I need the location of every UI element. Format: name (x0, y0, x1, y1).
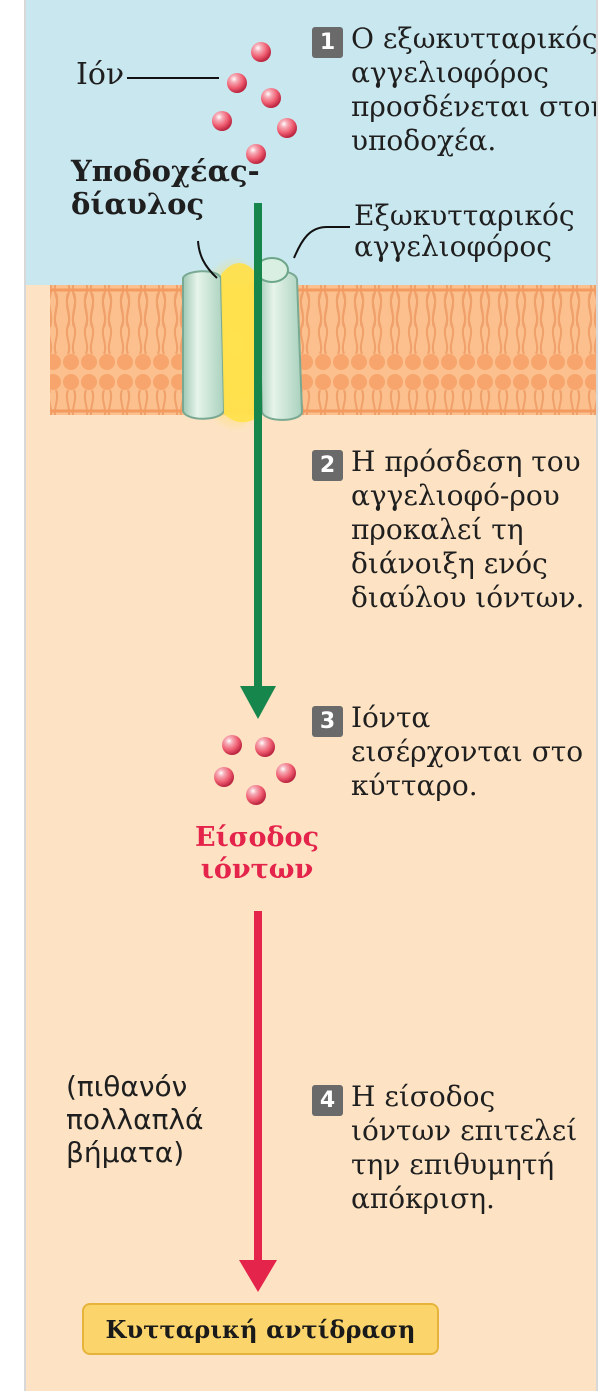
ion-dot (227, 73, 247, 93)
ion-label: Ιόν (76, 59, 124, 91)
step-number-badge: 4 (312, 1085, 343, 1116)
ion-dot (251, 42, 271, 62)
channel-left-subunit (183, 271, 224, 419)
step-text: Ιόντα εισέρχονται στο κύτταρο. (351, 701, 597, 803)
step-4: 4 Η είσοδος ιόντων επιτελεί την επιθυμητ… (312, 1081, 592, 1216)
ion-dot (276, 763, 296, 783)
step-3: 3 Ιόντα εισέρχονται στο κύτταρο. (312, 702, 597, 803)
messenger-leader-line (294, 227, 350, 258)
step-number-badge: 1 (312, 27, 343, 58)
diagram-stage: Ιόν Υποδοχέας- δίαυλος Εξωκυτταρικός αγγ… (24, 0, 598, 1391)
step-text: Ο εξωκυτταρικός αγγελιοφόρος προσδένεται… (351, 22, 598, 158)
ion-dot (214, 767, 234, 787)
multiple-steps-label: (πιθανόν πολλαπλά βήματα) (66, 1070, 256, 1169)
cellular-response-box: Κυτταρική αντίδραση (82, 1303, 439, 1355)
response-arrow-head (239, 1260, 277, 1292)
step-number-badge: 3 (312, 706, 343, 737)
ion-dot (277, 118, 297, 138)
step-text: Η είσοδος ιόντων επιτελεί την επιθυμητή … (351, 1080, 592, 1216)
signal-arrow-head (240, 686, 276, 719)
step-1: 1 Ο εξωκυτταρικός αγγελιοφόρος προσδένετ… (312, 23, 598, 158)
ion-dot (212, 111, 232, 131)
ion-entry-label: Είσοδος ιόντων (192, 822, 322, 886)
step-2: 2 Η πρόσδεση του αγγελιοφό-ρου προκαλεί … (312, 446, 586, 614)
step-number-badge: 2 (312, 450, 343, 481)
ion-dot (246, 785, 266, 805)
extracellular-messenger-label: Εξωκυτταρικός αγγελιοφόρος (354, 200, 575, 263)
lipid-bilayer (50, 285, 598, 415)
step-text: Η πρόσδεση του αγγελιοφό-ρου προκαλεί τη… (351, 445, 586, 614)
ion-dot (222, 735, 242, 755)
channel-right-subunit (258, 271, 302, 420)
ion-dot (261, 88, 281, 108)
receptor-channel-label: Υποδοχέας- δίαυλος (71, 155, 260, 222)
ion-dot (255, 737, 275, 757)
